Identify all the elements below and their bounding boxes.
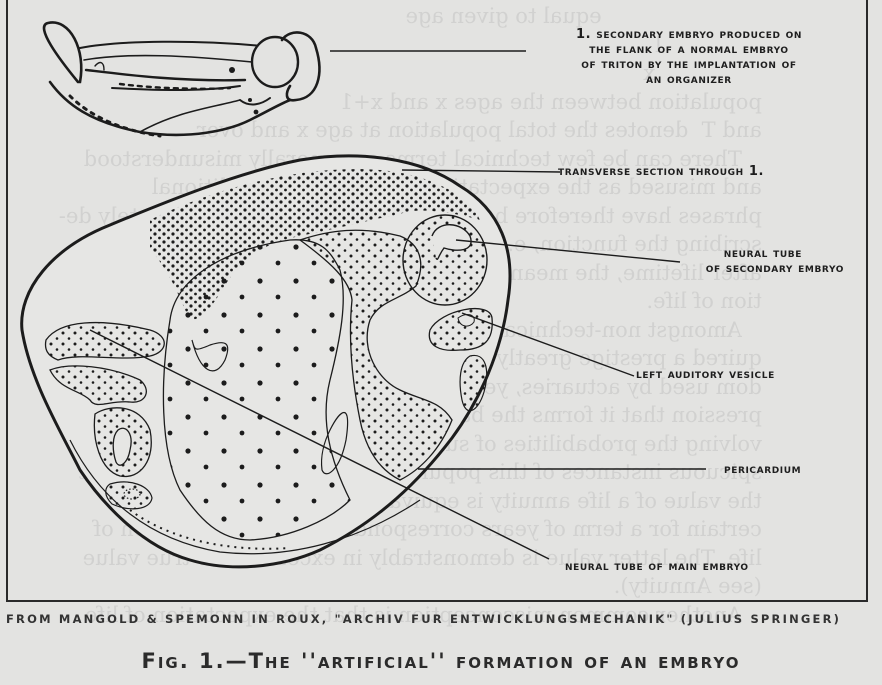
leader-line-neural-tube-secondary	[455, 239, 681, 263]
label-line: of Triton by the implantation of	[581, 57, 797, 72]
label-neural-tube-main: Neural Tube of main Embryo	[565, 559, 749, 574]
figure-caption: Fig. 1.—The ''artificial'' formation of …	[141, 649, 741, 673]
label-line: Neural Tube	[723, 246, 802, 261]
leader-line-auditory-vesicle	[461, 312, 635, 377]
label-neural-tube-secondary: Neural Tube of secondary Embryo	[634, 246, 844, 276]
label-pericardium: Pericardium	[724, 462, 802, 477]
figure-frame	[6, 0, 868, 602]
leader-line-transverse	[401, 169, 561, 173]
leader-line-neural-tube-main	[89, 329, 550, 560]
label-secondary-embryo: 1. Secondary Embryo produced on the flan…	[528, 27, 850, 87]
transverse-section-drawing	[20, 154, 512, 569]
label-transverse-section: Transverse section through 1.	[558, 164, 765, 179]
label-line: the flank of a normal Embryo	[589, 42, 789, 57]
label-left-auditory-vesicle: Left Auditory Vesicle	[636, 367, 775, 382]
label-line: an Organizer	[646, 72, 732, 87]
label-line: of secondary Embryo	[705, 261, 844, 276]
figure-credit: From Mangold & Spemonn in Roux, "Archiv …	[6, 612, 842, 626]
label-line: 1. Secondary Embryo produced on	[575, 27, 803, 42]
whole-embryo-drawing	[42, 21, 321, 138]
